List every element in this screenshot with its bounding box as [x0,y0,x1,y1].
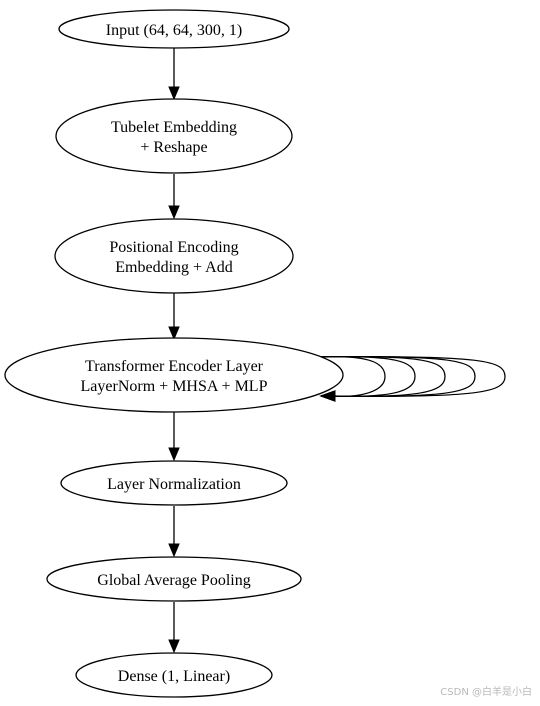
node-positional-encoding-label-line-2: Embedding + Add [115,259,232,276]
self-loop-edge [316,356,506,397]
self-loop-arrowhead [319,390,336,402]
edge-positional-to-transformer [168,292,180,341]
node-dense-label: Dense (1, Linear) [118,668,230,685]
node-global-average-pooling: Global Average Pooling [46,556,302,602]
node-tubelet-embedding-label-line-1: Tubelet Embedding [111,119,237,136]
edge-input-to-tubelet [168,48,180,101]
node-input: Input (64, 64, 300, 1) [58,9,290,49]
edge-group [168,48,180,654]
edge-layernorm-to-pooling [168,506,180,558]
node-group: Input (64, 64, 300, 1) Tubelet Embedding… [4,9,344,698]
node-input-label: Input (64, 64, 300, 1) [106,22,242,39]
node-global-average-pooling-label: Global Average Pooling [97,572,250,589]
node-tubelet-embedding: Tubelet Embedding + Reshape [55,98,293,174]
self-loop-group [316,356,506,402]
node-positional-encoding: Positional Encoding Embedding + Add [54,218,294,294]
node-layer-normalization: Layer Normalization [60,460,288,506]
node-tubelet-embedding-label-line-2: + Reshape [140,139,207,156]
edge-tubelet-to-positional [168,174,180,220]
node-transformer-encoder: Transformer Encoder Layer LayerNorm + MH… [4,337,344,413]
node-layer-normalization-label: Layer Normalization [107,476,241,493]
node-positional-encoding-label-line-1: Positional Encoding [109,239,238,256]
node-transformer-encoder-label-line-1: Transformer Encoder Layer [85,358,264,375]
node-transformer-encoder-label-line-2: LayerNorm + MHSA + MLP [81,378,268,395]
node-dense: Dense (1, Linear) [75,652,273,698]
watermark: CSDN @白羊是小白 [440,687,532,698]
edge-transformer-to-layernorm [168,411,180,462]
edge-pooling-to-dense [168,602,180,654]
